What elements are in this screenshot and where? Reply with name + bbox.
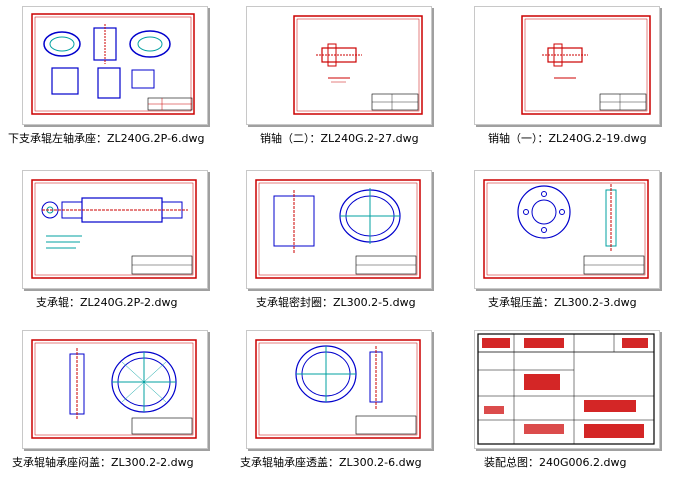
dwg-thumbnail[interactable]: [20, 4, 210, 126]
file-item[interactable]: 支承辊轴承座透盖：ZL300.2-6.dwg: [232, 328, 460, 490]
file-name[interactable]: 销轴（二）：ZL240G.2-27.dwg: [260, 132, 419, 145]
file-name[interactable]: 支承辊：ZL240G.2P-2.dwg: [36, 296, 178, 309]
file-name[interactable]: 装配总图：240G006.2.dwg: [484, 456, 627, 469]
dwg-thumbnail[interactable]: [20, 168, 210, 290]
file-item[interactable]: 销轴（二）：ZL240G.2-27.dwg: [232, 4, 460, 166]
dwg-thumbnail[interactable]: [244, 168, 434, 290]
file-name[interactable]: 销轴（一）：ZL240G.2-19.dwg: [488, 132, 647, 145]
file-item[interactable]: 支承辊压盖：ZL300.2-3.dwg: [464, 168, 684, 330]
dwg-thumbnail[interactable]: [244, 4, 434, 126]
dwg-thumbnail[interactable]: [244, 328, 434, 450]
file-name[interactable]: 支承辊轴承座闷盖：ZL300.2-2.dwg: [12, 456, 194, 469]
dwg-thumbnail[interactable]: [20, 328, 210, 450]
file-item[interactable]: 下支承辊左轴承座：ZL240G.2P-6.dwg: [8, 4, 236, 166]
dwg-thumbnail[interactable]: [472, 328, 662, 450]
file-item[interactable]: 支承辊：ZL240G.2P-2.dwg: [8, 168, 236, 330]
file-name[interactable]: 支承辊压盖：ZL300.2-3.dwg: [488, 296, 637, 309]
file-name[interactable]: 支承辊密封圈：ZL300.2-5.dwg: [256, 296, 416, 309]
file-item[interactable]: 支承辊密封圈：ZL300.2-5.dwg: [232, 168, 460, 330]
dwg-thumbnail[interactable]: [472, 168, 662, 290]
file-name[interactable]: 下支承辊左轴承座：ZL240G.2P-6.dwg: [8, 132, 205, 145]
file-item[interactable]: 销轴（一）：ZL240G.2-19.dwg: [464, 4, 684, 166]
file-item[interactable]: 支承辊轴承座闷盖：ZL300.2-2.dwg: [8, 328, 236, 490]
dwg-thumbnail[interactable]: [472, 4, 662, 126]
file-name[interactable]: 支承辊轴承座透盖：ZL300.2-6.dwg: [240, 456, 422, 469]
file-item[interactable]: 装配总图：240G006.2.dwg: [464, 328, 684, 490]
